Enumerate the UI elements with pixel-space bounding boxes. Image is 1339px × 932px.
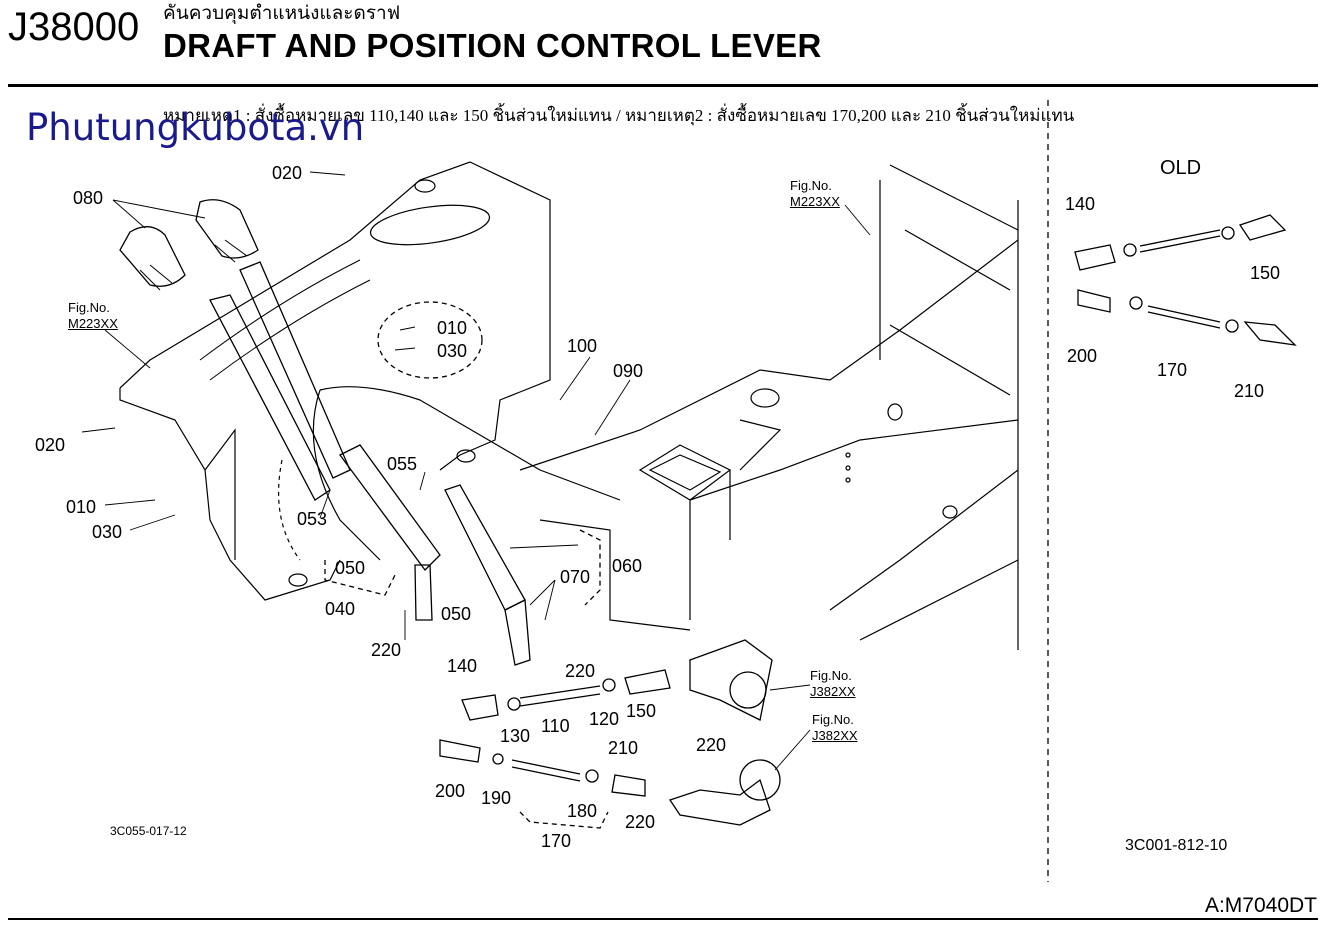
part-label: 150 — [626, 701, 657, 721]
part-label: 210 — [608, 738, 639, 758]
part-label: 130 — [500, 726, 531, 746]
part-label: 010 — [66, 497, 97, 517]
part-label: 170 — [541, 831, 572, 851]
group-brackets — [324, 301, 609, 829]
part-label: 053 — [297, 509, 328, 529]
fig-ref-j382-upper: Fig.No. J382XX — [810, 668, 856, 700]
part-label: 090 — [613, 361, 644, 381]
part-label: 030 — [92, 522, 123, 542]
part-label: 040 — [325, 599, 356, 619]
fig-ref: J382XX — [812, 728, 858, 743]
rod-assemblies — [439, 669, 671, 797]
old-part-label: 210 — [1234, 381, 1265, 401]
fig-ref-m223-left: Fig.No. M223XX — [68, 300, 118, 332]
part-label: 060 — [612, 556, 643, 576]
part-label: 220 — [696, 735, 727, 755]
order-note: หมายเหตุ1 : สั่งซื้อหมายเลข 110,140 และ … — [163, 106, 1075, 125]
part-label: 020 — [272, 163, 303, 183]
old-part-label: 200 — [1067, 346, 1098, 366]
drawing-code-right: 3C001-812-10 — [1125, 837, 1228, 854]
part-label: 055 — [387, 454, 418, 474]
part-label: 050 — [335, 558, 366, 578]
part-label: 180 — [567, 801, 598, 821]
part-label: 010 — [437, 318, 468, 338]
old-part-label: 170 — [1157, 360, 1188, 380]
arm-plates — [668, 639, 781, 826]
page-title: DRAFT AND POSITION CONTROL LEVER — [163, 27, 822, 64]
page-code: J38000 — [8, 5, 140, 49]
old-part-label: 150 — [1250, 263, 1281, 283]
old-section-title: OLD — [1160, 157, 1202, 179]
fig-ref-j382-lower: Fig.No. J382XX — [812, 712, 858, 744]
frame-outline — [519, 164, 1019, 650]
fig-ref: J382XX — [810, 684, 856, 699]
watermark: Phutungkubota.vn — [26, 106, 365, 149]
part-label: 220 — [625, 812, 656, 832]
part-label: 120 — [589, 709, 620, 729]
part-label: 100 — [567, 336, 598, 356]
thai-title: คันควบคุมตำแหน่งและดราฟ — [163, 2, 401, 24]
part-label: 190 — [481, 788, 512, 808]
fig-prefix: Fig.No. — [810, 668, 852, 683]
fig-ref: M223XX — [790, 194, 840, 209]
fig-ref: M223XX — [68, 316, 118, 331]
drawing-code-left: 3C055-017-12 — [110, 824, 187, 838]
leader-lines — [81, 171, 871, 771]
part-label: 220 — [565, 661, 596, 681]
footer-divider — [8, 918, 1318, 920]
part-label: 020 — [35, 435, 66, 455]
old-rods — [1074, 214, 1297, 346]
lever-knobs — [119, 199, 259, 291]
fig-prefix: Fig.No. — [812, 712, 854, 727]
part-label: 070 — [560, 567, 591, 587]
fig-prefix: Fig.No. — [790, 178, 832, 193]
lever-housing — [119, 161, 621, 601]
levers — [209, 261, 531, 666]
part-label: 050 — [441, 604, 472, 624]
header-divider — [8, 84, 1318, 87]
part-label: 200 — [435, 781, 466, 801]
part-label: 140 — [447, 656, 478, 676]
part-label: 030 — [437, 341, 468, 361]
fig-prefix: Fig.No. — [68, 300, 110, 315]
fig-ref-m223-right: Fig.No. M223XX — [790, 178, 840, 210]
part-label: 110 — [541, 716, 570, 736]
part-label: 220 — [371, 640, 402, 660]
model-code: A:M7040DT — [1204, 894, 1317, 917]
old-part-label: 140 — [1065, 194, 1096, 214]
part-label: 080 — [73, 188, 104, 208]
